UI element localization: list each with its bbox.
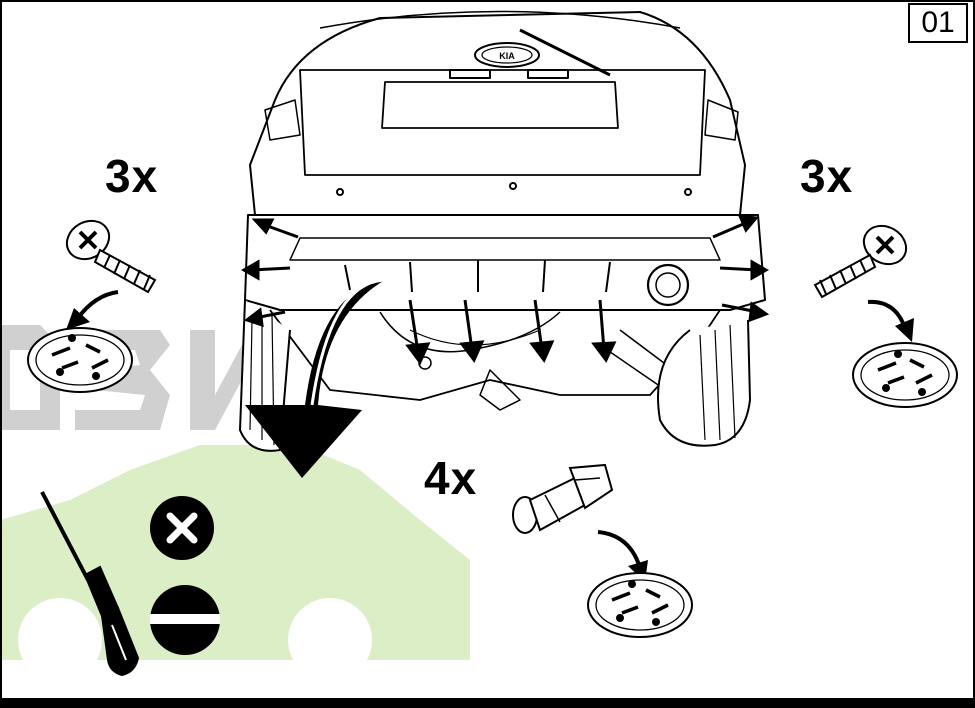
watermark-wheels xyxy=(18,598,372,682)
flat-tip-icon xyxy=(150,585,220,655)
bumper-pull-arrow xyxy=(245,278,386,478)
bottom-clip-count-label: 4x xyxy=(424,452,478,504)
parts-tray-icon xyxy=(27,327,133,393)
parts-tray-icon xyxy=(852,342,958,408)
phillips-tip-icon xyxy=(150,496,214,560)
bottom-bar xyxy=(0,698,975,708)
right-screw-count-label: 3x xyxy=(800,150,854,202)
torx-screw-icon xyxy=(813,224,908,299)
left-screw-group xyxy=(27,219,157,393)
torx-screw-icon xyxy=(65,219,157,294)
right-screw-group xyxy=(813,224,958,408)
push-clip-icon xyxy=(512,463,614,534)
bottom-clip-group xyxy=(512,463,693,638)
screwdriver-icon xyxy=(40,491,140,677)
left-screw-count-label: 3x xyxy=(105,150,159,202)
parts-tray-icon xyxy=(587,572,693,638)
bumper-release-arrows xyxy=(240,214,770,328)
car-rear-illustration xyxy=(239,10,766,452)
clip-removal-arrows xyxy=(405,299,617,365)
step-number-badge: 01 xyxy=(908,3,968,43)
